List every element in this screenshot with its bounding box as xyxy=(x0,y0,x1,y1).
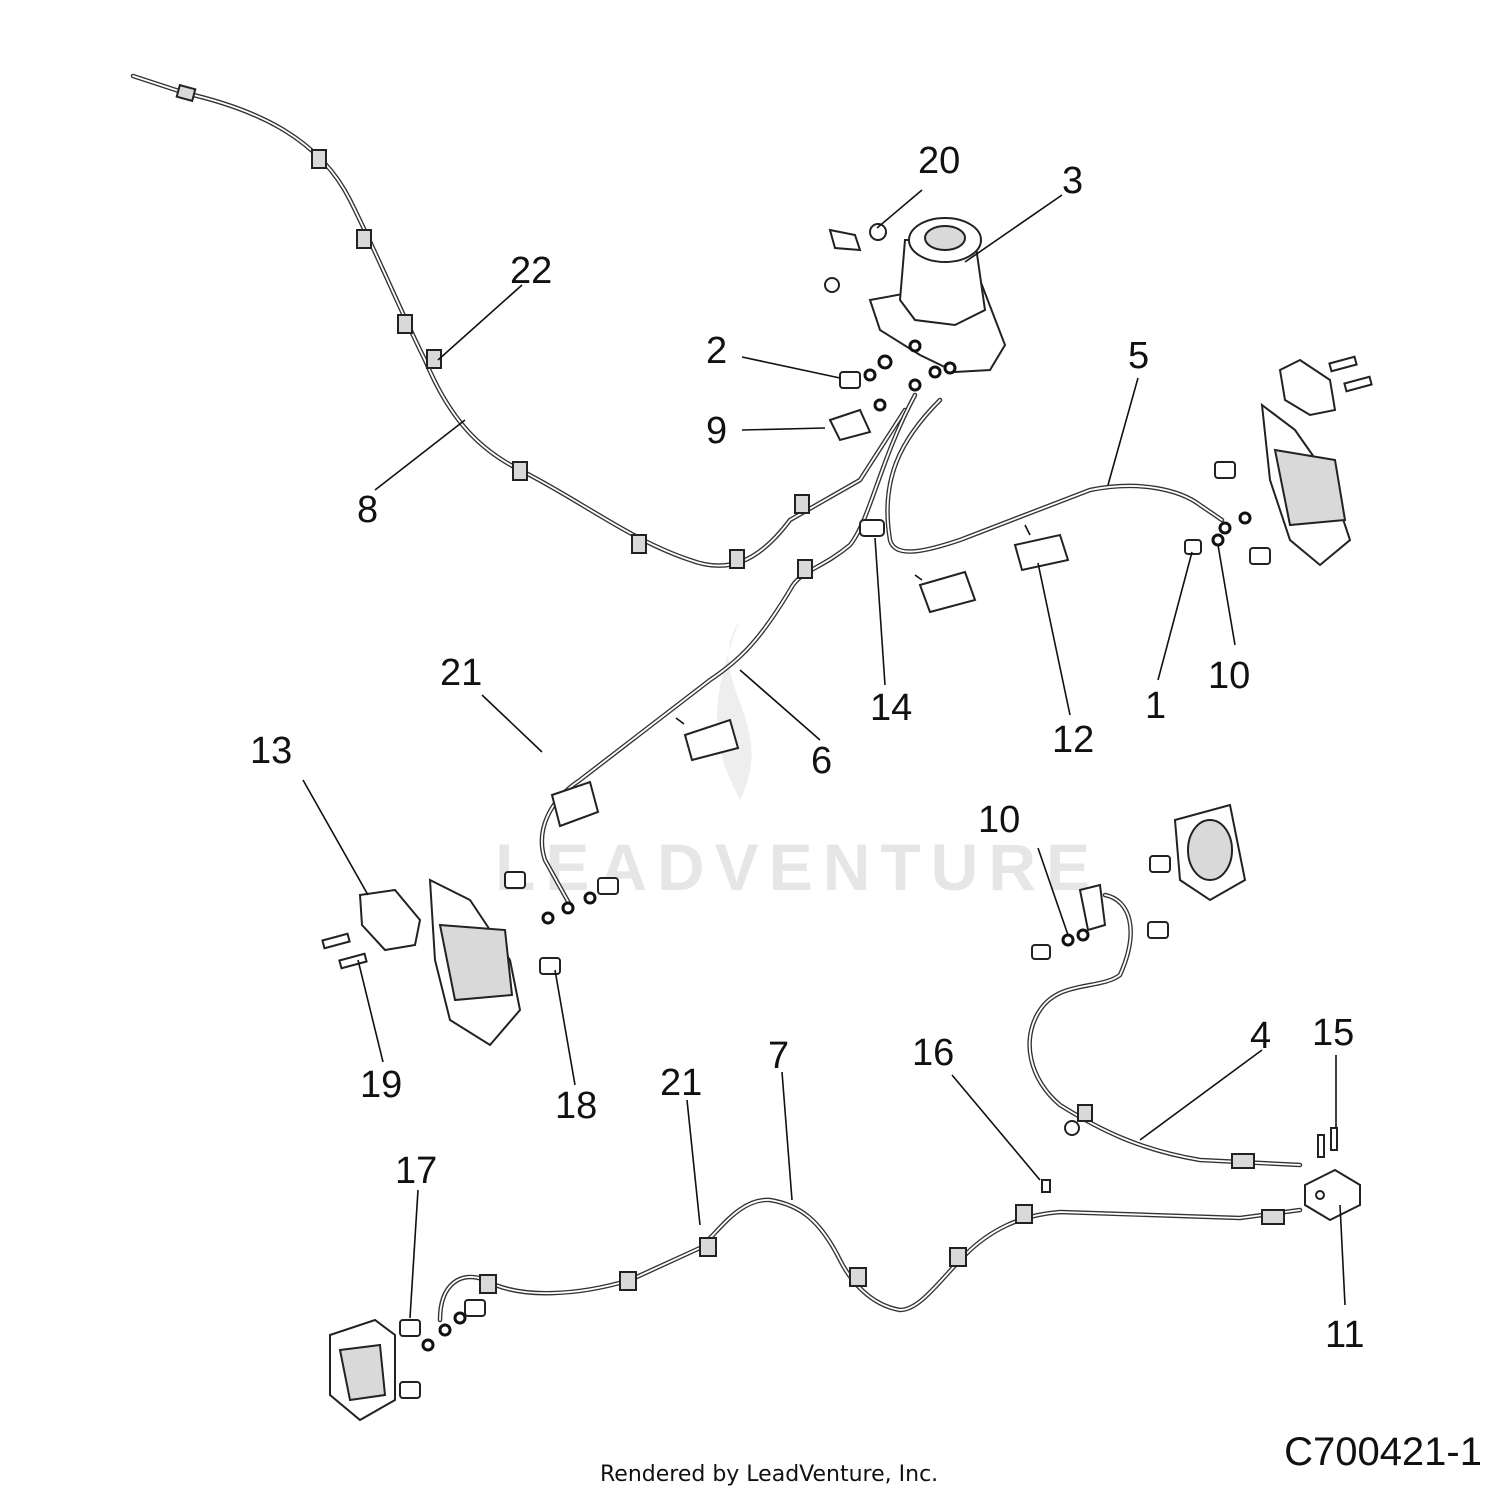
callout-20: 20 xyxy=(918,140,960,182)
caliper-right-front xyxy=(1184,355,1373,567)
callout-7: 7 xyxy=(768,1035,789,1077)
watermark: LEADVENTURE xyxy=(495,620,1100,904)
callout-10-rear: 10 xyxy=(978,799,1020,841)
hose-brackets xyxy=(550,524,1070,828)
brake-line-6 xyxy=(539,392,918,908)
figure-id: C700421-1 xyxy=(1284,1430,1482,1474)
render-credit: Rendered by LeadVenture, Inc. xyxy=(600,1462,939,1487)
caliper-left-front xyxy=(321,871,619,1047)
callout-numbers: 20 3 22 2 9 5 8 10 1 12 14 6 21 13 10 19… xyxy=(250,140,1364,1356)
callout-12: 12 xyxy=(1052,719,1094,761)
brake-line-5 xyxy=(885,397,1225,554)
callout-15: 15 xyxy=(1312,1012,1354,1054)
callout-5: 5 xyxy=(1128,335,1149,377)
callout-13: 13 xyxy=(250,730,292,772)
callout-10-front: 10 xyxy=(1208,655,1250,697)
caliper-right-rear xyxy=(1031,803,1247,960)
callout-3: 3 xyxy=(1062,160,1083,202)
fittings-2-9 xyxy=(828,354,957,442)
brake-line-8 xyxy=(130,73,908,569)
callout-16: 16 xyxy=(912,1032,954,1074)
callout-22: 22 xyxy=(510,250,552,292)
callout-18: 18 xyxy=(555,1085,597,1127)
junction-block xyxy=(1304,1127,1361,1222)
callout-17: 17 xyxy=(395,1150,437,1192)
callout-9: 9 xyxy=(706,410,727,452)
caliper-left-rear xyxy=(329,1299,486,1422)
callout-2: 2 xyxy=(706,330,727,372)
watermark-text: LEADVENTURE xyxy=(495,830,1100,904)
callout-6: 6 xyxy=(811,740,832,782)
master-cylinder xyxy=(824,217,1007,374)
callout-1: 1 xyxy=(1145,685,1166,727)
callout-8: 8 xyxy=(357,489,378,531)
brake-line-4 xyxy=(1027,892,1303,1169)
callout-19: 19 xyxy=(360,1064,402,1106)
callout-21-lower: 21 xyxy=(660,1062,702,1104)
callout-4: 4 xyxy=(1250,1015,1271,1057)
callout-14: 14 xyxy=(870,687,912,729)
leader-lines xyxy=(302,189,1346,1319)
callout-11: 11 xyxy=(1325,1314,1364,1356)
callout-21-upper: 21 xyxy=(440,652,482,694)
brake-line-7 xyxy=(437,1179,1303,1323)
